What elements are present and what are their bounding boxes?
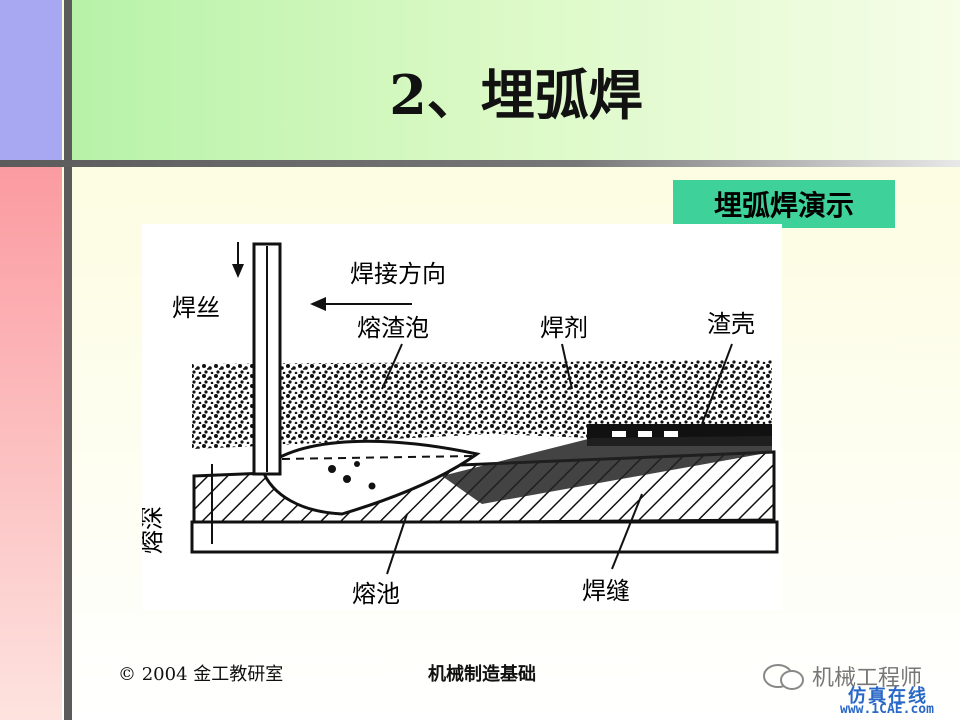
label-wire: 焊丝 — [172, 294, 220, 322]
base-plate — [190, 520, 779, 554]
left-accent-bottom — [0, 160, 62, 720]
label-slag-bubble: 熔渣泡 — [357, 314, 429, 342]
footer-copyright: © 2004 金工教研室 — [118, 664, 284, 685]
slide-title: 2、埋弧焊 — [389, 63, 643, 127]
title-band — [72, 0, 960, 160]
submerged-arc-welding-diagram: 焊接方向 焊丝 熔渣泡 焊剂 渣壳 熔深 熔池 焊缝 — [138, 224, 782, 610]
footer-course: 机械制造基础 — [428, 664, 536, 685]
weld-bead — [442, 436, 772, 504]
horizontal-divider — [0, 160, 960, 167]
label-slag-shell: 渣壳 — [707, 310, 755, 338]
watermark-account: 机械工程师 — [812, 666, 923, 691]
demo-button[interactable]: 埋弧焊演示 — [673, 180, 895, 228]
label-flux: 焊剂 — [540, 314, 588, 342]
label-penetration: 熔深 — [142, 506, 166, 554]
watermark-slogan: 仿真在线 — [848, 686, 928, 707]
vertical-divider — [64, 0, 72, 720]
label-molten-pool: 熔池 — [352, 580, 400, 608]
label-weld-seam: 焊缝 — [582, 577, 630, 605]
left-accent-top — [0, 0, 62, 160]
molten-pool — [260, 439, 481, 516]
wechat-icon — [762, 662, 806, 696]
label-welding-direction: 焊接方向 — [350, 260, 446, 288]
watermark-url: www.1CAE.com — [840, 702, 934, 717]
